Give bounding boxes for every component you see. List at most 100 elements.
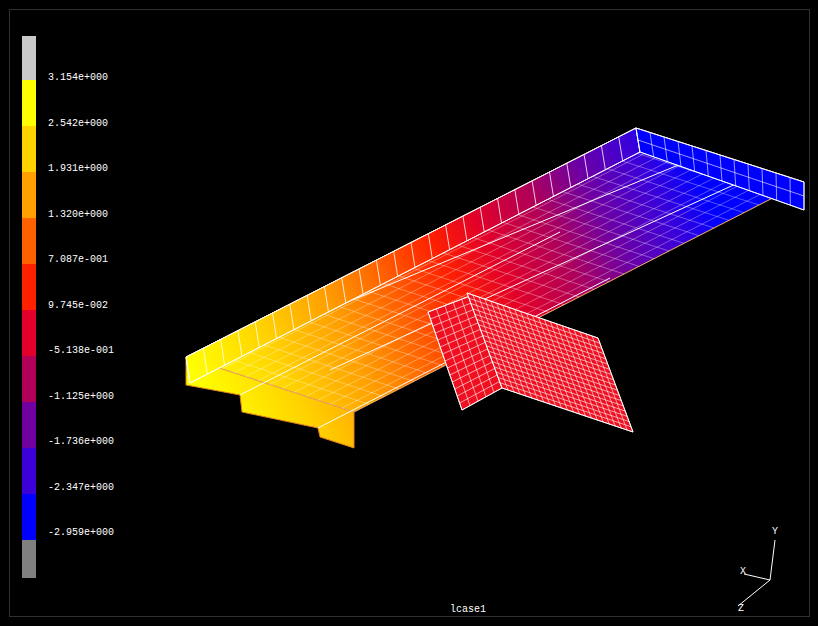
mesh-line: [443, 335, 484, 354]
mesh-line: [430, 303, 472, 319]
mesh-line: [221, 339, 225, 365]
mesh-line: [455, 368, 495, 389]
axis-arrow: [738, 580, 770, 606]
mesh-line: [584, 154, 588, 178]
mesh-line: [394, 251, 398, 276]
mesh-line: [471, 304, 602, 349]
slab-face: [186, 128, 804, 412]
mesh-line: [428, 296, 470, 312]
mesh-line: [619, 137, 623, 161]
color-band: [22, 494, 36, 540]
mesh-line: [186, 128, 636, 357]
mesh-line: [638, 140, 804, 196]
plate-model: [428, 293, 633, 432]
mesh-line: [186, 357, 190, 383]
color-band: [22, 36, 36, 80]
color-band: [22, 80, 36, 126]
mesh-line: [475, 314, 606, 359]
mesh-line: [411, 243, 415, 268]
mesh-line: [496, 372, 627, 416]
scale-value: -2.959e+000: [48, 527, 114, 539]
color-band: [22, 264, 36, 310]
support-plate: [467, 293, 633, 432]
mesh-line: [446, 225, 450, 250]
mesh-line: [445, 342, 486, 361]
mesh-line: [342, 278, 346, 303]
scale-value: 1.931e+000: [48, 163, 108, 175]
mesh-line: [462, 388, 502, 410]
mesh-line: [440, 329, 481, 347]
scale-value: -1.736e+000: [48, 436, 114, 448]
color-band: [22, 540, 36, 578]
mesh-line: [238, 331, 242, 357]
end-face: [636, 128, 804, 210]
mesh-line: [492, 362, 623, 406]
mesh-line: [500, 383, 631, 427]
mesh-line: [486, 346, 617, 390]
color-band: [22, 172, 36, 218]
mesh-line: [376, 260, 380, 285]
mesh-line: [498, 198, 502, 223]
mesh-line: [480, 207, 484, 232]
mesh-line: [438, 322, 479, 340]
load-case-name: lcase1: [450, 604, 486, 616]
axis-label: Z: [738, 603, 744, 615]
scale-value: -5.138e-001: [48, 345, 114, 357]
mesh-line: [428, 234, 432, 259]
mesh-line: [473, 309, 604, 354]
color-band: [22, 356, 36, 402]
axis-arrow: [770, 540, 775, 580]
mesh-line: [450, 355, 491, 375]
axis-label: X: [740, 566, 746, 578]
axis-arrow: [744, 574, 770, 580]
mesh-line: [290, 304, 294, 330]
scale-value: 2.542e+000: [48, 118, 108, 130]
scale-value: 9.745e-002: [48, 300, 108, 312]
mesh-line: [460, 381, 500, 403]
mesh-line: [532, 181, 536, 205]
color-band: [22, 310, 36, 356]
mesh-line: [467, 293, 598, 338]
mesh-line: [433, 309, 475, 326]
mesh-line: [477, 319, 608, 364]
mesh-line: [485, 341, 616, 386]
color-bar: [22, 36, 36, 578]
mesh-line: [359, 269, 363, 294]
mesh-line: [488, 351, 619, 395]
mesh-line: [515, 190, 519, 215]
mesh-line: [463, 216, 467, 241]
color-band: [22, 448, 36, 494]
mesh-line: [494, 367, 625, 411]
slab-model: [186, 128, 804, 448]
axis-triad: [738, 540, 775, 606]
scale-value: 1.320e+000: [48, 209, 108, 221]
mesh-line: [636, 128, 804, 182]
mesh-line: [324, 287, 328, 312]
mesh-line: [481, 330, 612, 375]
mesh-line: [203, 348, 207, 374]
mesh-line: [469, 298, 600, 343]
color-band: [22, 126, 36, 172]
scale-value: 3.154e+000: [48, 72, 108, 84]
scale-value: 7.087e-001: [48, 254, 108, 266]
viewport-frame: [10, 10, 810, 617]
mesh-line: [483, 335, 614, 380]
axis-label: Y: [772, 526, 778, 538]
scale-value: -2.347e+000: [48, 482, 114, 494]
mesh-line: [435, 316, 477, 333]
mesh-line: [273, 313, 277, 339]
color-band: [22, 218, 36, 264]
mesh-line: [255, 322, 259, 348]
mesh-line: [601, 146, 605, 170]
mesh-line: [549, 172, 553, 196]
scale-value: -1.125e+000: [48, 391, 114, 403]
mesh-line: [490, 356, 621, 400]
mesh-line: [567, 163, 571, 187]
mesh-line: [307, 295, 311, 320]
mesh-line: [457, 375, 497, 396]
mesh-line: [502, 388, 633, 432]
mesh-line: [447, 349, 488, 368]
mesh-line: [479, 325, 610, 370]
mesh-line: [640, 152, 804, 210]
